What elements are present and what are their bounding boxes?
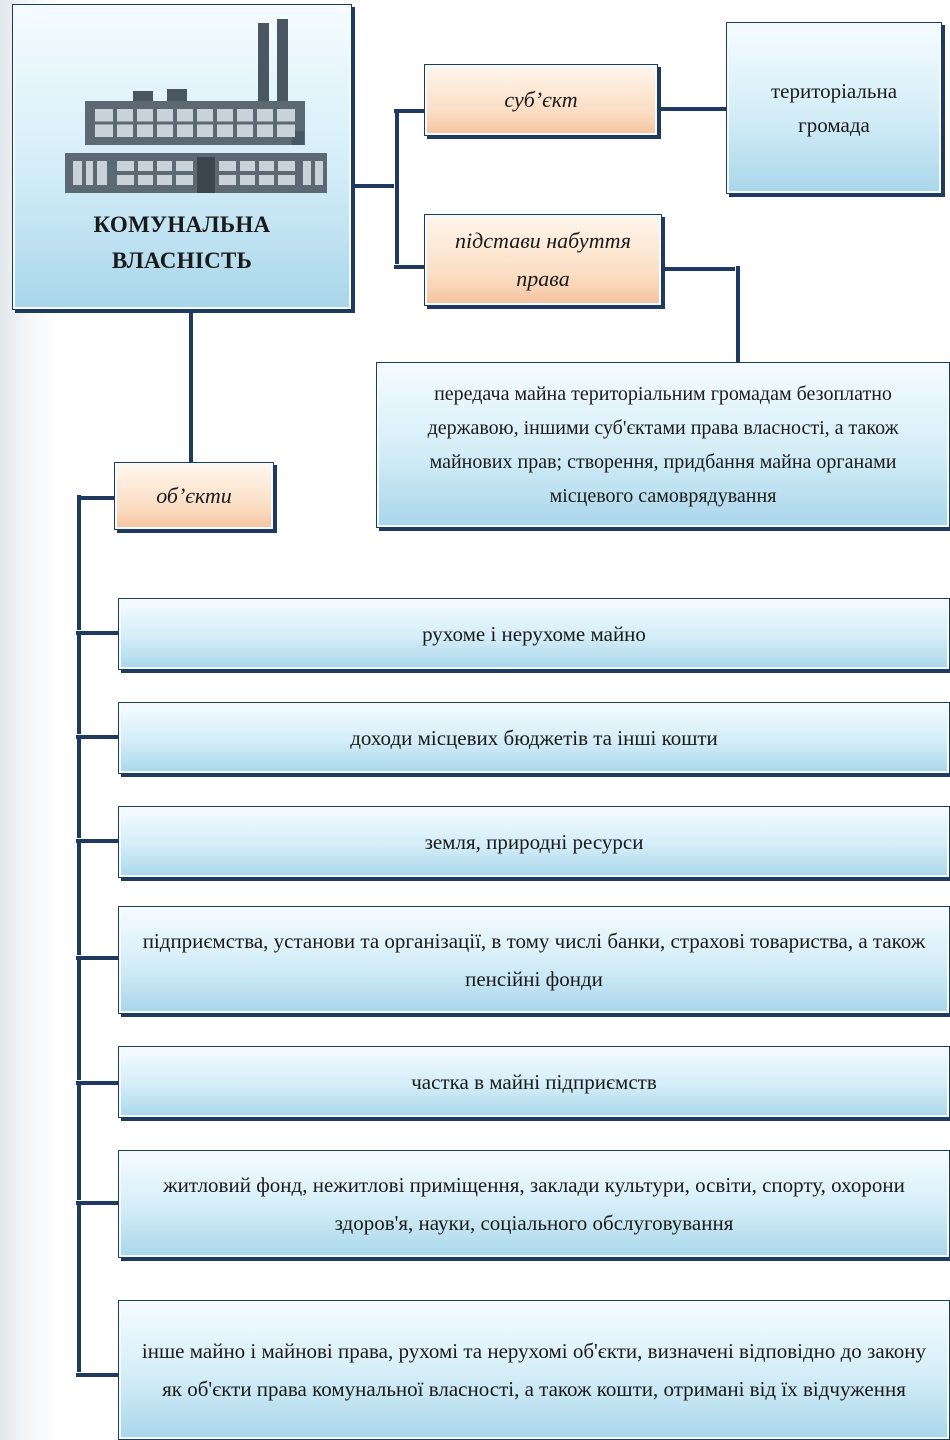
main-title: КОМУНАЛЬНА ВЛАСНІСТЬ (94, 207, 271, 279)
connector-grounds-down (735, 266, 740, 363)
object-item-1: рухоме і нерухоме майно (118, 598, 950, 670)
object-item-text: житловий фонд, нежитлові приміщення, зак… (163, 1173, 905, 1235)
objects-label-box: об’єкти (114, 462, 274, 530)
connector-to-subject (394, 108, 426, 113)
object-item-7: інше майно і майнові права, рухомі та не… (118, 1300, 950, 1440)
grounds-label-line1: підстави набуття (455, 228, 631, 253)
connector-subject-to-community (656, 106, 728, 111)
object-item-text: частка в майні підприємств (411, 1070, 657, 1094)
object-item-text: підприємства, установи та організації, в… (142, 929, 926, 991)
main-box-communal-property: КОМУНАЛЬНА ВЛАСНІСТЬ (12, 4, 352, 310)
connector-objects-left (76, 495, 116, 500)
connector-item-5 (76, 1080, 120, 1085)
object-item-3: земля, природні ресурси (118, 806, 950, 878)
connector-main-to-objects (188, 312, 193, 464)
connector-item-1 (76, 630, 120, 635)
subject-value-line1: територіальна (770, 79, 898, 103)
grounds-label-box: підстави набуття права (424, 214, 662, 306)
connector-objects-trunk (76, 495, 81, 1375)
connector-item-6 (76, 1200, 120, 1205)
subject-label-box: суб’єкт (424, 64, 658, 136)
connector-item-3 (76, 838, 120, 843)
main-title-line1: КОМУНАЛЬНА (93, 212, 271, 237)
object-item-4: підприємства, установи та організації, в… (118, 906, 950, 1014)
connector-main-branch (352, 183, 398, 188)
object-item-6: житловий фонд, нежитлові приміщення, зак… (118, 1150, 950, 1258)
factory-icon (65, 19, 327, 193)
object-item-text: земля, природні ресурси (424, 830, 644, 854)
connector-branch-vertical (394, 108, 399, 268)
connector-to-grounds (394, 264, 426, 269)
subject-label: суб’єкт (504, 87, 578, 112)
object-item-2: доходи місцевих бюджетів та інші кошти (118, 702, 950, 774)
connector-grounds-out (662, 266, 740, 271)
territorial-community-box: територіальна громада (726, 22, 942, 194)
objects-label: об’єкти (156, 483, 232, 508)
grounds-label-line2: права (516, 266, 570, 291)
main-title-line2: ВЛАСНІСТЬ (111, 248, 253, 273)
object-item-text: рухоме і нерухоме майно (422, 622, 646, 646)
connector-item-7 (76, 1372, 120, 1377)
grounds-text-box: передача майна територіальним громадам б… (376, 362, 950, 528)
connector-item-2 (76, 734, 120, 739)
object-item-text: доходи місцевих бюджетів та інші кошти (350, 726, 718, 750)
object-item-text: інше майно і майнові права, рухомі та не… (141, 1339, 927, 1401)
grounds-text: передача майна територіальним громадам б… (427, 383, 899, 507)
subject-value-line2: громада (798, 113, 870, 137)
object-item-5: частка в майні підприємств (118, 1046, 950, 1118)
connector-item-4 (76, 955, 120, 960)
